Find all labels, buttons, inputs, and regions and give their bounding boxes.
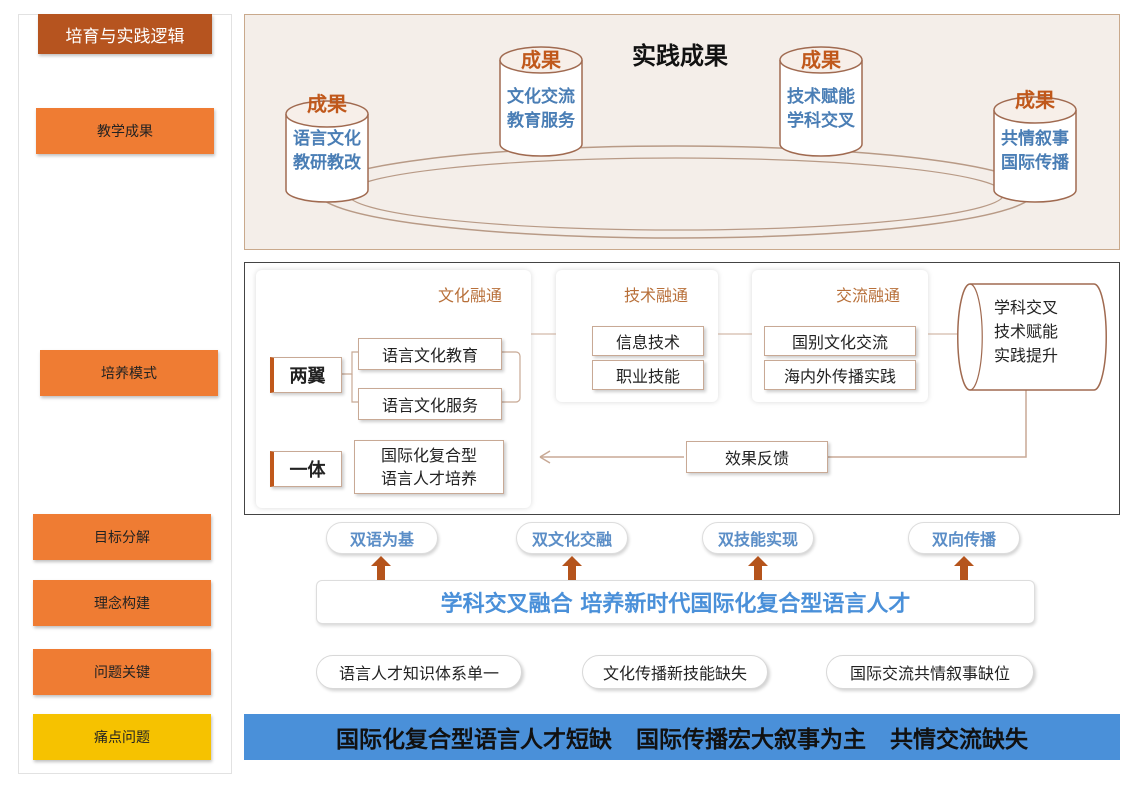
- info-tech-box: 信息技术: [592, 326, 704, 356]
- concept-banner: 学科交叉融合 培养新时代国际化复合型语言人才: [316, 580, 1035, 624]
- label-concept-construction: 理念构建: [33, 580, 211, 626]
- cylinder-4: [993, 96, 1077, 203]
- goal-1: 双语为基: [326, 522, 438, 554]
- goal-2: 双文化交融: [516, 522, 628, 554]
- practice-results-graphic: [285, 46, 1077, 239]
- exchange-title: 交流融通: [836, 286, 901, 305]
- two-wings-label: 两翼: [270, 357, 342, 393]
- label-goal-decomposition: 目标分解: [33, 514, 211, 560]
- cylinder-2-line2: 教育服务: [507, 111, 575, 131]
- intl-talent-line1: 国际化复合型: [380, 446, 477, 465]
- training-mode-connectors: [340, 283, 1107, 464]
- cylinder-2: [499, 46, 583, 157]
- cylinder-3-line1: 技术赋能: [787, 87, 855, 107]
- discipline-line3: 实践提升: [993, 346, 1058, 365]
- cylinder-2-text: 成果 文化交流 教育服务: [500, 44, 582, 133]
- cylinder-1-line2: 教研教改: [293, 153, 361, 173]
- intl-talent-line2: 语言人才培养: [380, 469, 477, 488]
- problem-2: 文化传播新技能缺失: [582, 655, 768, 689]
- logic-title: 培育与实践逻辑: [38, 14, 212, 54]
- label-problem-key: 问题关键: [33, 649, 211, 695]
- cylinder-1-line1: 语言文化: [293, 129, 361, 149]
- cylinder-4-line2: 国际传播: [1001, 153, 1069, 173]
- feedback-box: 效果反馈: [686, 441, 828, 473]
- cylinder-2-head: 成果: [521, 48, 561, 72]
- practice-results-panel: [244, 14, 1120, 250]
- cylinder-2-line1: 文化交流: [507, 87, 575, 107]
- country-exchange-box: 国别文化交流: [764, 326, 916, 356]
- lang-service-box: 语言文化服务: [358, 388, 502, 420]
- cylinder-1-text: 成果 语言文化 教研教改: [286, 88, 368, 175]
- discipline-cylinder-text: 学科交叉 技术赋能 实践提升: [970, 296, 1082, 368]
- lang-edu-box: 语言文化教育: [358, 338, 502, 370]
- cylinder-3-text: 成果 技术赋能 学科交叉: [780, 44, 862, 133]
- label-teaching-results: 教学成果: [36, 108, 214, 154]
- tech-title: 技术融通: [624, 286, 689, 305]
- cylinder-4-line1: 共情叙事: [1001, 129, 1069, 149]
- cylinder-4-text: 成果 共情叙事 国际传播: [994, 84, 1076, 175]
- cylinder-3-line2: 学科交叉: [787, 111, 855, 131]
- pain-point-bar: 国际化复合型语言人才短缺 国际传播宏大叙事为主 共情交流缺失: [244, 714, 1120, 760]
- goal-3: 双技能实现: [702, 522, 814, 554]
- label-pain-point: 痛点问题: [33, 714, 211, 760]
- cylinder-1: [285, 100, 369, 203]
- overseas-box: 海内外传播实践: [764, 360, 916, 390]
- discipline-line1: 学科交叉: [993, 298, 1058, 317]
- discipline-line2: 技术赋能: [993, 322, 1058, 341]
- problem-3: 国际交流共情叙事缺位: [826, 655, 1034, 689]
- culture-title: 文化融通: [438, 286, 503, 305]
- cylinder-3-head: 成果: [801, 48, 841, 72]
- cylinder-3: [779, 46, 863, 157]
- cylinder-4-head: 成果: [1015, 88, 1055, 112]
- problem-1: 语言人才知识体系单一: [316, 655, 522, 689]
- goal-arrows: [371, 556, 974, 580]
- label-training-mode: 培养模式: [40, 350, 218, 396]
- goal-4: 双向传播: [908, 522, 1020, 554]
- cylinder-1-head: 成果: [307, 92, 347, 116]
- intl-talent-box: 国际化复合型 语言人才培养: [354, 440, 504, 494]
- practice-title: 实践成果: [632, 42, 728, 70]
- job-skill-box: 职业技能: [592, 360, 704, 390]
- one-body-label: 一体: [270, 451, 342, 487]
